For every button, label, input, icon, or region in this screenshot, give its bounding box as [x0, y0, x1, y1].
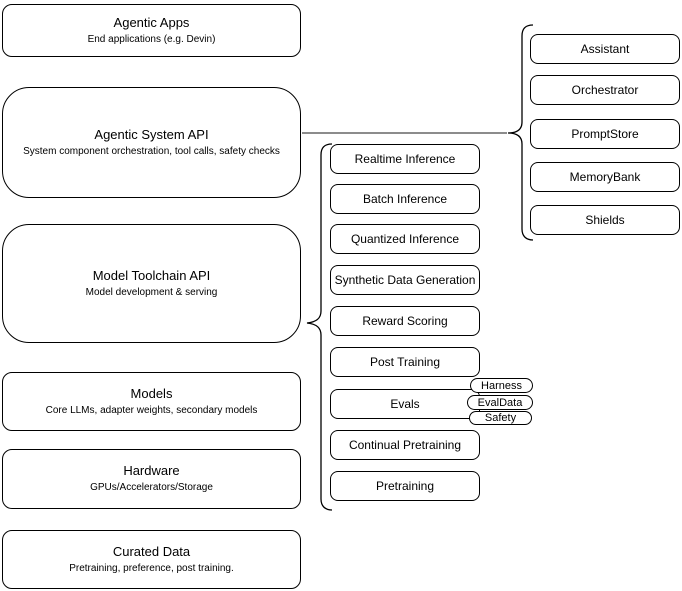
layer-title: Model Toolchain API — [92, 267, 211, 283]
layer-title: Curated Data — [112, 543, 191, 559]
toolchain-item-evals: Evals — [330, 389, 480, 419]
component-promptstore: PromptStore — [530, 119, 680, 149]
layer-agentic-apps: Agentic Apps End applications (e.g. Devi… — [2, 4, 301, 57]
brace-system-group — [507, 24, 534, 241]
component-shields: Shields — [530, 205, 680, 235]
layer-subtitle: Core LLMs, adapter weights, secondary mo… — [45, 404, 258, 416]
toolchain-item-continual-pretraining: Continual Pretraining — [330, 430, 480, 460]
toolchain-item-synthetic-data-generation: Synthetic Data Generation — [330, 265, 480, 295]
layer-hardware: Hardware GPUs/Accelerators/Storage — [2, 449, 301, 509]
component-label: Assistant — [580, 42, 630, 56]
toolchain-item-label: Pretraining — [375, 479, 435, 493]
component-label: Shields — [585, 213, 625, 227]
toolchain-item-label: Synthetic Data Generation — [334, 273, 476, 287]
toolchain-item-label: Post Training — [369, 355, 441, 369]
toolchain-item-pretraining: Pretraining — [330, 471, 480, 501]
toolchain-item-label: Quantized Inference — [350, 232, 460, 246]
layer-agentic-system-api: Agentic System API System component orch… — [2, 87, 301, 198]
layer-subtitle: End applications (e.g. Devin) — [87, 33, 216, 45]
component-label: PromptStore — [571, 127, 639, 141]
layer-title: Hardware — [123, 463, 180, 479]
component-memorybank: MemoryBank — [530, 162, 680, 192]
eval-tag-label: EvalData — [477, 396, 523, 409]
eval-tag-harness: Harness — [470, 378, 533, 393]
toolchain-item-batch-inference: Batch Inference — [330, 184, 480, 214]
layer-subtitle: Pretraining, preference, post training. — [69, 562, 234, 574]
layer-models: Models Core LLMs, adapter weights, secon… — [2, 372, 301, 431]
eval-tag-label: Safety — [484, 412, 517, 424]
eval-tag-evaldata: EvalData — [467, 395, 533, 410]
toolchain-item-label: Realtime Inference — [354, 152, 456, 166]
layer-title: Models — [130, 385, 173, 401]
toolchain-item-label: Evals — [390, 397, 420, 411]
layer-subtitle: System component orchestration, tool cal… — [23, 145, 280, 157]
toolchain-item-label: Reward Scoring — [362, 314, 448, 328]
toolchain-item-quantized-inference: Quantized Inference — [330, 224, 480, 254]
toolchain-item-label: Batch Inference — [362, 192, 448, 206]
component-assistant: Assistant — [530, 34, 680, 64]
component-label: MemoryBank — [569, 170, 641, 184]
layer-model-toolchain-api: Model Toolchain API Model development & … — [2, 224, 301, 343]
layer-title: Agentic System API — [94, 126, 209, 142]
toolchain-item-realtime-inference: Realtime Inference — [330, 144, 480, 174]
layer-subtitle: Model development & serving — [85, 286, 218, 298]
toolchain-item-label: Continual Pretraining — [348, 438, 462, 452]
layer-subtitle: GPUs/Accelerators/Storage — [90, 482, 213, 494]
toolchain-item-post-training: Post Training — [330, 347, 480, 377]
component-label: Orchestrator — [571, 83, 639, 97]
brace-toolchain-group — [306, 143, 333, 511]
layer-curated-data: Curated Data Pretraining, preference, po… — [2, 530, 301, 589]
layer-title: Agentic Apps — [113, 14, 190, 30]
component-orchestrator: Orchestrator — [530, 75, 680, 105]
eval-tag-label: Harness — [481, 379, 522, 392]
toolchain-item-reward-scoring: Reward Scoring — [330, 306, 480, 336]
eval-tag-safety: Safety — [469, 411, 532, 425]
